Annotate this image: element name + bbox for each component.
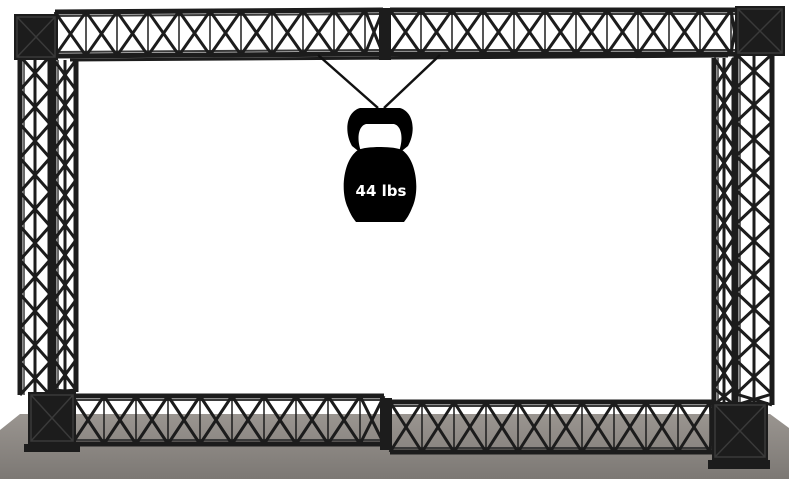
kettlebell-icon: 44 lbs [344, 108, 417, 222]
weight-label: 44 lbs [356, 182, 407, 200]
truss-right-column [714, 54, 772, 405]
truss-top-beam [55, 8, 738, 60]
suspension-cable-right [384, 55, 440, 108]
suspension-cable-left [318, 55, 378, 108]
base-plate-right [708, 460, 770, 469]
truss-lattice [54, 390, 76, 392]
truss-left-column [20, 56, 76, 395]
base-plate-left [24, 444, 80, 452]
truss-bottom-splice [380, 398, 392, 450]
truss-top-splice [379, 8, 391, 60]
